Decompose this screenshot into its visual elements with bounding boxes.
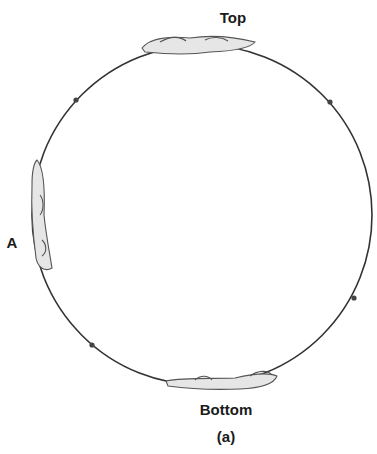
track-dots: [73, 97, 356, 347]
vehicle-figures: [32, 37, 277, 390]
loop-track: [32, 45, 372, 385]
figure-caption: (a): [217, 429, 235, 446]
position-label: Bottom: [200, 402, 253, 419]
position-label: Top: [220, 10, 246, 27]
point-label: A: [7, 235, 18, 252]
